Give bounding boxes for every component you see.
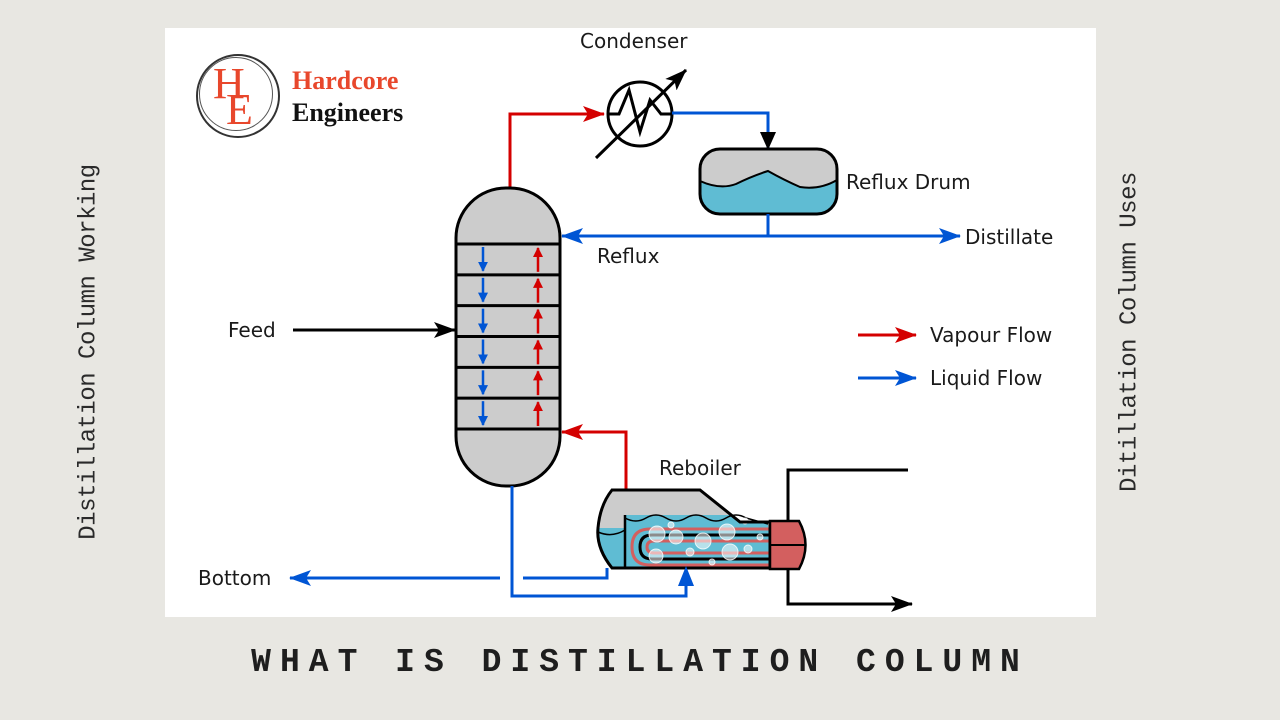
brand-logo[interactable]: H E Hardcore Engineers: [196, 54, 436, 144]
liquid-line-to-drum: [672, 111, 770, 148]
reboiler-liquid-out-line: [523, 568, 609, 580]
logo-monogram-h: H: [213, 59, 245, 108]
logo-ring-icon: [196, 54, 280, 138]
label-distillate: Distillate: [965, 225, 1053, 249]
logo-text-engineers: Engineers: [292, 98, 404, 127]
label-reflux-drum: Reflux Drum: [846, 170, 971, 194]
reflux-drum-icon: [698, 147, 839, 216]
reboiler-icon: [596, 488, 807, 571]
label-bottom: Bottom: [198, 566, 271, 590]
page-headline: WHAT IS DISTILLATION COLUMN: [251, 644, 1029, 681]
bubbles-icon: [648, 517, 764, 566]
vapour-line-from-reboiler: [561, 424, 628, 492]
label-feed: Feed: [228, 318, 276, 342]
logo-monogram-e: E: [226, 85, 253, 134]
column-trays: [456, 242, 560, 431]
label-reflux: Reflux: [597, 244, 660, 268]
distillation-column-icon: [454, 186, 562, 488]
label-condenser: Condenser: [580, 29, 688, 53]
heating-outlet-line: [786, 569, 913, 612]
logo-ring-inner-icon: [199, 57, 273, 131]
label-reboiler: Reboiler: [659, 456, 742, 480]
logo-text-hardcore: Hardcore: [292, 66, 399, 95]
vapour-line-to-condenser: [508, 106, 605, 188]
legend-vapour-label: Vapour Flow: [930, 323, 1052, 347]
heating-inlet-line: [786, 468, 908, 521]
legend-liquid-label: Liquid Flow: [930, 366, 1042, 390]
legend: Vapour Flow Liquid Flow: [858, 323, 1052, 390]
